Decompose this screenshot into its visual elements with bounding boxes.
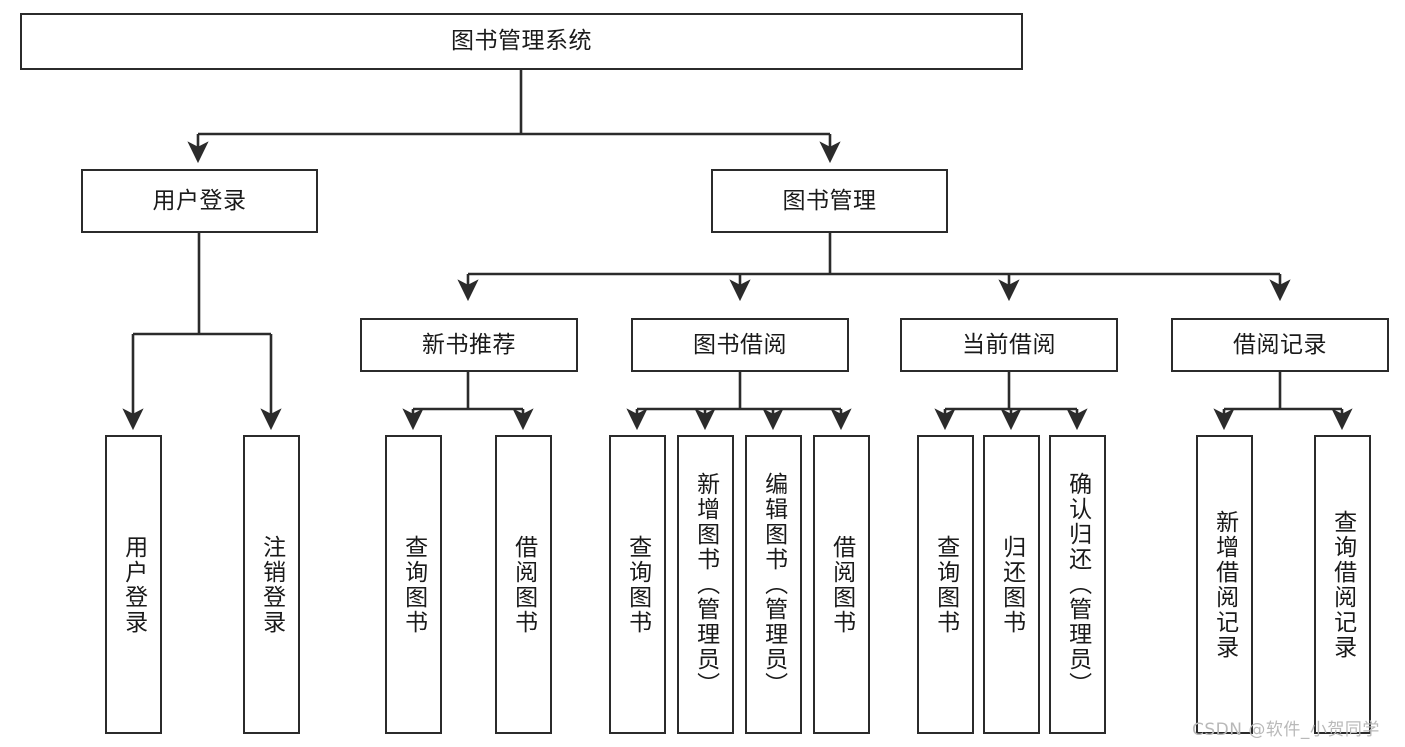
leaf-borrow-book-recommend[interactable]: 借阅图书 [495,435,552,734]
node-book-management[interactable]: 图书管理 [711,169,948,233]
node-label: 当前借阅 [962,331,1056,358]
watermark-credit: CSDN @软件_小贺同学 [1192,720,1380,740]
node-label: 查询借阅记录 [1329,509,1356,660]
node-label: 注销登录 [258,534,285,635]
node-label: 查询图书 [932,534,959,635]
node-label: 图书管理系统 [451,28,592,55]
node-current-borrow[interactable]: 当前借阅 [900,318,1118,372]
node-label: 编辑图书（管理员） [760,472,787,697]
node-label: 用户登录 [120,534,147,635]
node-label: 新增图书（管理员） [692,472,719,697]
leaf-logout[interactable]: 注销登录 [243,435,300,734]
node-label: 确认归还（管理员） [1064,472,1091,697]
node-label: 借阅图书 [828,534,855,635]
leaf-borrow-book[interactable]: 借阅图书 [813,435,870,734]
node-label: 借阅记录 [1233,331,1327,358]
leaf-confirm-return-admin[interactable]: 确认归还（管理员） [1049,435,1106,734]
node-label: 图书管理 [782,187,877,214]
node-label: 新增借阅记录 [1211,509,1238,660]
leaf-edit-book-admin[interactable]: 编辑图书（管理员） [745,435,802,734]
leaf-query-borrow-record[interactable]: 查询借阅记录 [1314,435,1371,734]
node-label: 归还图书 [998,534,1025,635]
node-label: 查询图书 [624,534,651,635]
node-label: 查询图书 [400,534,427,635]
node-user-login[interactable]: 用户登录 [81,169,318,233]
node-label: 用户登录 [152,187,247,214]
node-borrow-record[interactable]: 借阅记录 [1171,318,1389,372]
node-label: 借阅图书 [510,534,537,635]
node-new-book-recommend[interactable]: 新书推荐 [360,318,578,372]
leaf-query-book-current[interactable]: 查询图书 [917,435,974,734]
node-book-borrow[interactable]: 图书借阅 [631,318,849,372]
leaf-add-book-admin[interactable]: 新增图书（管理员） [677,435,734,734]
node-label: 图书借阅 [693,331,787,358]
leaf-return-book[interactable]: 归还图书 [983,435,1040,734]
leaf-add-borrow-record[interactable]: 新增借阅记录 [1196,435,1253,734]
node-label: 新书推荐 [422,331,516,358]
node-root-system[interactable]: 图书管理系统 [20,13,1023,70]
leaf-user-login[interactable]: 用户登录 [105,435,162,734]
leaf-query-book-borrow[interactable]: 查询图书 [609,435,666,734]
leaf-query-book-recommend[interactable]: 查询图书 [385,435,442,734]
